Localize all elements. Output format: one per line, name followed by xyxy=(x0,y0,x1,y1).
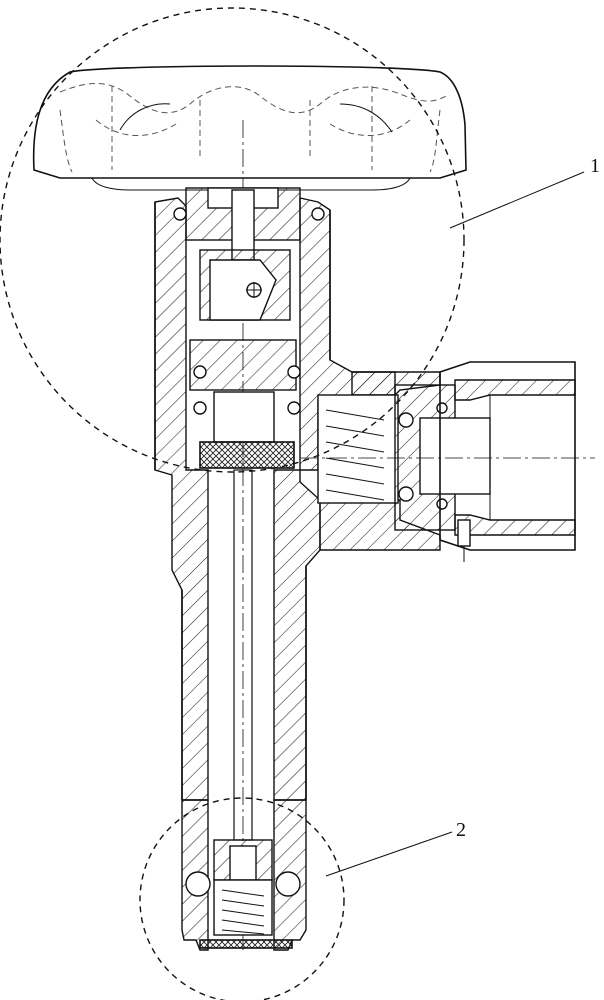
detail-1-circle xyxy=(0,7,465,473)
detail-1-leader xyxy=(449,171,585,229)
detail-2-callout: 2 xyxy=(139,797,466,1000)
stem-assembly xyxy=(173,187,325,469)
handwheel xyxy=(32,65,467,191)
detail-1-label: 1 xyxy=(590,155,600,177)
detail-2-circle xyxy=(139,797,345,1000)
bottom-check-assembly xyxy=(185,839,301,949)
side-outlet-assembly xyxy=(300,361,595,562)
detail-1-callout: 1 xyxy=(0,7,600,473)
detail-2-label: 2 xyxy=(456,819,466,841)
detail-2-leader xyxy=(325,831,453,877)
valve-body xyxy=(154,197,441,951)
